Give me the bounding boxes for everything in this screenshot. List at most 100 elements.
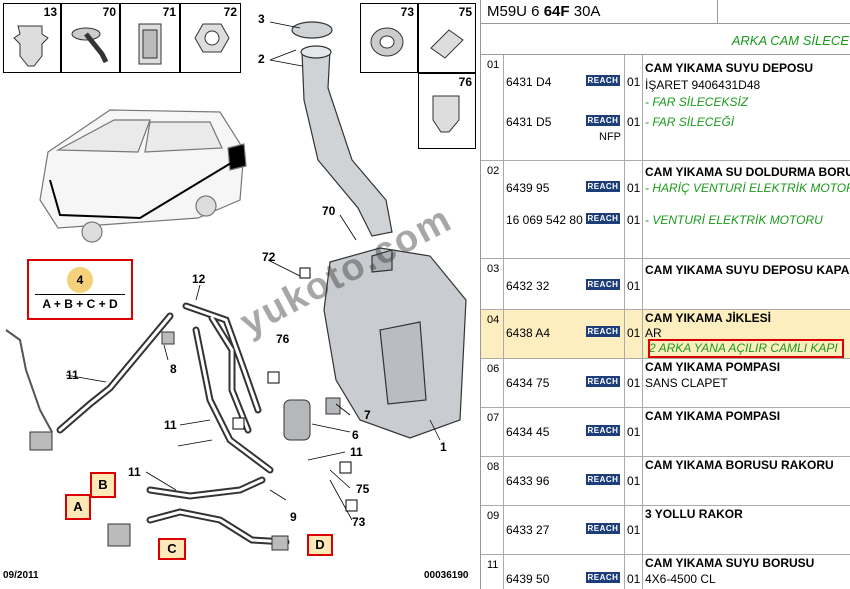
group-number: 11	[487, 559, 499, 571]
group-03[interactable]: 03 CAM YIKAMA SUYU DEPOSU KAPAĞI 6432 32…	[481, 259, 850, 310]
part-qty: 01	[627, 376, 641, 390]
part-row[interactable]: 6431 D4 REACH 01 CAM YIKAMA SUYU DEPOSU …	[481, 61, 850, 109]
callout-6[interactable]: 6	[352, 428, 359, 442]
group-number: 09	[487, 510, 500, 522]
callout-75[interactable]: 75	[356, 482, 370, 496]
group-06[interactable]: 06 CAM YIKAMA POMPASI 6434 75 REACH 01 S…	[481, 359, 850, 408]
reach-badge: REACH	[586, 213, 620, 224]
section-title: ARKA CAM SİLECE	[731, 33, 849, 48]
part-row[interactable]: 6431 D5 REACH 01 NFP - FAR SİLECEĞİ	[481, 115, 850, 143]
part-row[interactable]: 6433 96 REACH 01	[481, 474, 850, 490]
callout-11-c[interactable]: 11	[350, 445, 363, 459]
part-ref[interactable]: 6434 45	[506, 425, 550, 439]
callout-1[interactable]: 1	[440, 440, 447, 454]
part-row[interactable]: 6439 50 REACH 01 4X6-4500 CL	[481, 572, 850, 588]
exploded-view-drawing	[5, 21, 467, 551]
part-note: 2 ARKA YANA AÇILIR CAMLI KAPI	[649, 341, 838, 355]
group-number: 03	[487, 263, 500, 275]
parts-diagram: 13 70 71 72 73 75 76	[3, 3, 476, 581]
callout-76[interactable]: 76	[276, 332, 290, 346]
thumb-71[interactable]: 71	[120, 3, 180, 73]
part-note: - FAR SİLECEKSİZ	[645, 95, 749, 109]
thumb-76[interactable]: 76	[418, 73, 476, 149]
part-title: CAM YIKAMA SUYU DEPOSU	[645, 61, 814, 75]
screw-icon	[71, 27, 109, 64]
part-row[interactable]: 6432 32 REACH 01	[481, 279, 850, 295]
group-08[interactable]: 08 CAM YIKAMA BORUSU RAKORU 6433 96 REAC…	[481, 457, 850, 506]
leader-lines	[65, 21, 441, 521]
part-title: CAM YIKAMA JİKLESİ	[645, 311, 772, 325]
part-ref[interactable]: 6431 D4	[506, 75, 552, 89]
diagram-date: 09/2011	[3, 570, 39, 581]
pump	[283, 397, 341, 441]
part-qty: 01	[627, 474, 641, 488]
group-number: 01	[487, 59, 500, 71]
part-ref[interactable]: 6439 50	[506, 572, 550, 586]
part-row[interactable]: 6433 27 REACH 01	[481, 523, 850, 539]
grommet-icon	[370, 27, 404, 57]
part-row[interactable]: 6434 45 REACH 01	[481, 425, 850, 441]
part-side: AR	[645, 326, 662, 340]
callout-3[interactable]: 3	[258, 12, 265, 26]
part-qty: 01	[627, 523, 641, 537]
part-ref[interactable]: 6433 27	[506, 523, 550, 537]
callout-72[interactable]: 72	[262, 250, 276, 264]
callout-11-a[interactable]: 11	[66, 368, 79, 382]
nozzles	[29, 331, 289, 551]
thumb-75[interactable]: 75	[418, 3, 476, 73]
group-11[interactable]: 11 CAM YIKAMA SUYU BORUSU 6439 50 REACH …	[481, 555, 850, 589]
reach-badge: REACH	[586, 75, 620, 86]
letter-b[interactable]: B	[90, 472, 116, 498]
panel-header: M59U 6 64F 30A	[481, 0, 850, 24]
part-title: CAM YIKAMA SUYU DEPOSU KAPAĞI	[645, 263, 850, 277]
reach-badge: REACH	[586, 572, 620, 583]
letter-d[interactable]: D	[307, 534, 333, 556]
part-row[interactable]: 6438 A4 REACH 01 AR 2 ARKA YANA AÇILIR C…	[481, 326, 850, 355]
group-number: 06	[487, 363, 500, 375]
letter-a[interactable]: A	[65, 494, 91, 520]
part-ref[interactable]: 6432 32	[506, 279, 550, 293]
callout-12[interactable]: 12	[192, 272, 206, 286]
group-04[interactable]: 04 CAM YIKAMA JİKLESİ 6438 A4 REACH 01 A…	[481, 310, 850, 359]
callout-8[interactable]: 8	[170, 362, 177, 376]
thumb-72[interactable]: 72	[180, 3, 241, 73]
letter-c[interactable]: C	[158, 538, 186, 560]
thumb-13[interactable]: 13	[3, 3, 61, 73]
callout-11-d[interactable]: 11	[128, 465, 141, 479]
part-title: CAM YIKAMA POMPASI	[645, 360, 781, 374]
part-row[interactable]: 6434 75 REACH 01 SANS CLAPET	[481, 376, 850, 392]
part-ref[interactable]: 6431 D5	[506, 115, 552, 129]
callout-7[interactable]: 7	[364, 408, 371, 422]
part-ref[interactable]: 6433 96	[506, 474, 550, 488]
part-ref[interactable]: 6439 95	[506, 181, 550, 195]
reach-badge: REACH	[586, 425, 620, 436]
callout-70[interactable]: 70	[322, 204, 336, 218]
part-ref[interactable]: 6438 A4	[506, 326, 551, 340]
part-row[interactable]: 16 069 542 80 REACH 01 - VENTURİ ELEKTRİ…	[481, 213, 850, 229]
part-row[interactable]: 6439 95 REACH 01 - HARİÇ VENTURİ ELEKTRİ…	[481, 181, 850, 197]
group-01[interactable]: 01 6431 D4 REACH 01 CAM YIKAMA SUYU DEPO…	[481, 55, 850, 161]
part-marking: İŞARET 9406431D48	[645, 78, 761, 92]
thumb-70[interactable]: 70	[61, 3, 120, 73]
callout-11-b[interactable]: 11	[164, 418, 177, 432]
part-title: CAM YIKAMA BORUSU RAKORU	[645, 458, 834, 472]
reach-badge: REACH	[586, 279, 620, 290]
part-ref[interactable]: 16 069 542 80	[506, 213, 583, 227]
kit-formula-text: A + B + C + D	[42, 297, 118, 311]
group-09[interactable]: 09 3 YOLLU RAKOR 6433 27 REACH 01	[481, 506, 850, 555]
group-number: 07	[487, 412, 500, 424]
reach-badge: REACH	[586, 474, 620, 485]
clip-icon	[13, 25, 49, 67]
callout-2[interactable]: 2	[258, 52, 265, 66]
part-title: CAM YIKAMA POMPASI	[645, 409, 781, 423]
callout-9[interactable]: 9	[290, 510, 297, 524]
model-code-suffix: 30A	[569, 3, 601, 20]
part-qty: 01	[627, 115, 641, 129]
callout-73[interactable]: 73	[352, 515, 366, 529]
kit-number-circle[interactable]: 4	[67, 267, 93, 293]
group-07[interactable]: 07 CAM YIKAMA POMPASI 6434 45 REACH 01	[481, 408, 850, 457]
thumb-73[interactable]: 73	[360, 3, 418, 73]
nut-icon	[194, 23, 230, 53]
group-02[interactable]: 02 CAM YIKAMA SU DOLDURMA BORUSU 6439 95…	[481, 161, 850, 259]
part-ref[interactable]: 6434 75	[506, 376, 550, 390]
